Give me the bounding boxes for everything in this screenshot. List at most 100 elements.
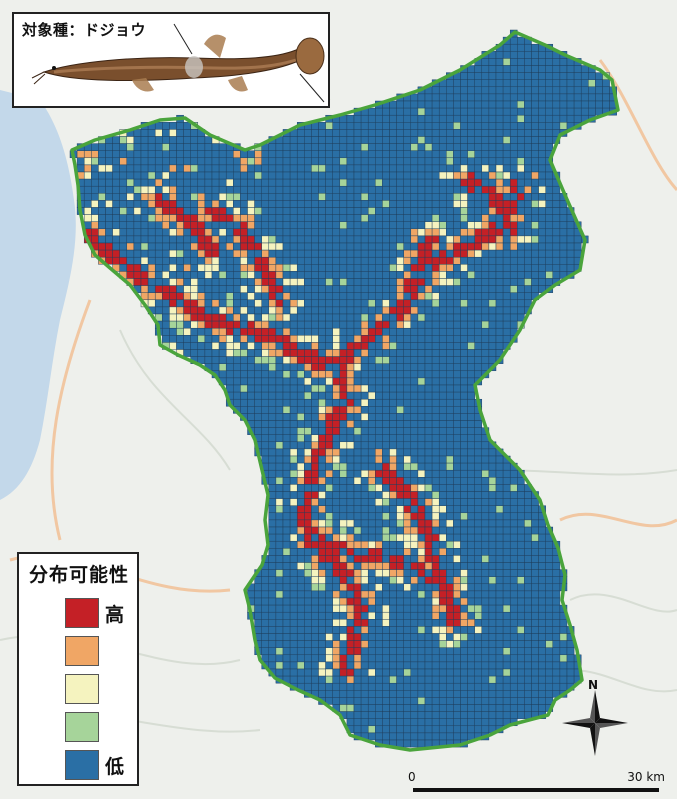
grid-cell-very_low xyxy=(517,704,525,712)
grid-cell-very_high xyxy=(446,611,454,620)
grid-cell-very_low xyxy=(289,157,298,166)
grid-cell-medium xyxy=(474,249,483,258)
grid-cell-very_low xyxy=(545,540,554,549)
grid-cell-medium xyxy=(296,278,305,286)
grid-cell-very_low xyxy=(531,704,539,712)
grid-cell-very_low xyxy=(410,590,419,599)
map-road xyxy=(50,299,92,541)
grid-cell-high xyxy=(467,249,475,258)
grid-cell-very_low xyxy=(517,491,525,499)
grid-cell-very_low xyxy=(346,285,355,293)
grid-cell-very_high xyxy=(254,327,262,336)
grid-cell-very_low xyxy=(417,462,426,471)
grid-cell-very_low xyxy=(375,611,383,620)
grid-cell-very_low xyxy=(545,682,554,691)
grid-cell-very_low xyxy=(545,569,554,577)
grid-cell-very_low xyxy=(460,420,468,428)
grid-cell-very_low xyxy=(524,285,532,293)
grid-cell-very_low xyxy=(325,569,333,577)
grid-cell-very_high xyxy=(254,264,262,272)
grid-cell-high xyxy=(403,512,412,521)
grid-cell-very_low xyxy=(133,193,142,201)
grid-cell-very_low xyxy=(339,690,348,698)
grid-cell-very_low xyxy=(233,185,241,194)
grid-cell-very_low xyxy=(524,249,532,258)
grid-cell-very_low xyxy=(438,675,447,684)
grid-cell-very_low xyxy=(488,157,497,166)
grid-cell-very_low xyxy=(367,249,376,258)
grid-cell-very_low xyxy=(382,384,390,393)
grid-cell-very_low xyxy=(169,150,177,159)
grid-cell-medium xyxy=(261,242,270,251)
grid-cell-very_low xyxy=(396,690,404,698)
grid-cell-medium xyxy=(289,533,298,542)
grid-cell-very_high xyxy=(268,335,277,343)
grid-cell-very_low xyxy=(481,597,490,606)
grid-cell-very_low xyxy=(509,548,518,556)
grid-cell-high xyxy=(424,228,433,237)
grid-cell-very_low xyxy=(495,79,504,88)
grid-cell-high xyxy=(509,242,518,251)
grid-cell-very_low xyxy=(154,235,163,244)
grid-cell-low xyxy=(240,384,248,393)
grid-cell-medium xyxy=(375,583,383,592)
grid-cell-very_low xyxy=(467,100,475,109)
grid-cell-very_low xyxy=(389,391,397,400)
grid-cell-very_low xyxy=(261,604,270,613)
grid-cell-very_low xyxy=(481,548,490,556)
grid-cell-very_low xyxy=(225,171,234,180)
grid-cell-very_low xyxy=(353,221,362,230)
grid-cell-very_low xyxy=(481,668,490,677)
grid-cell-very_low xyxy=(488,129,497,137)
grid-cell-very_low xyxy=(488,469,497,478)
grid-cell-very_low xyxy=(552,58,561,66)
grid-cell-very_low xyxy=(289,313,298,322)
grid-cell-very_high xyxy=(240,235,248,244)
grid-cell-very_low xyxy=(460,654,468,663)
grid-cell-very_low xyxy=(375,413,383,421)
grid-cell-low xyxy=(382,526,390,535)
grid-cell-very_low xyxy=(453,647,461,656)
grid-cell-low xyxy=(176,249,184,258)
grid-cell-very_low xyxy=(488,342,497,350)
grid-cell-very_high xyxy=(325,441,333,450)
grid-cell-very_low xyxy=(531,576,539,585)
grid-cell-very_high xyxy=(403,285,412,293)
grid-cell-very_low xyxy=(261,597,270,606)
grid-cell-very_low xyxy=(375,668,383,677)
grid-cell-very_low xyxy=(417,455,426,464)
grid-cell-very_low xyxy=(502,711,511,719)
grid-cell-very_low xyxy=(517,271,525,279)
grid-cell-very_low xyxy=(268,505,277,514)
grid-cell-high xyxy=(183,264,191,272)
grid-cell-very_low xyxy=(410,93,419,102)
grid-cell-very_low xyxy=(481,79,490,88)
grid-cell-very_low xyxy=(346,590,355,599)
grid-cell-very_low xyxy=(481,335,490,343)
grid-cell-very_low xyxy=(431,583,440,592)
grid-cell-very_low xyxy=(417,193,426,201)
grid-cell-low xyxy=(275,590,284,599)
grid-cell-very_low xyxy=(566,86,575,95)
grid-cell-very_low xyxy=(360,434,369,443)
grid-cell-very_low xyxy=(176,178,184,187)
grid-cell-high xyxy=(197,299,206,308)
grid-cell-very_low xyxy=(375,185,383,194)
grid-cell-very_low xyxy=(488,548,497,556)
grid-cell-very_low xyxy=(417,718,426,727)
grid-cell-very_low xyxy=(488,583,497,592)
grid-cell-very_low xyxy=(545,86,554,95)
grid-cell-very_low xyxy=(460,384,468,393)
grid-cell-very_low xyxy=(417,221,426,230)
grid-cell-very_low xyxy=(453,718,461,727)
grid-cell-high xyxy=(233,214,241,222)
grid-cell-very_low xyxy=(105,207,113,215)
grid-cell-very_low xyxy=(339,164,348,173)
grid-cell-very_low xyxy=(211,335,220,343)
grid-cell-high xyxy=(247,214,255,222)
grid-cell-very_low xyxy=(517,65,525,73)
grid-cell-very_low xyxy=(495,512,504,521)
grid-cell-very_low xyxy=(524,256,532,265)
grid-cell-medium xyxy=(460,193,468,201)
grid-cell-high xyxy=(346,370,355,379)
